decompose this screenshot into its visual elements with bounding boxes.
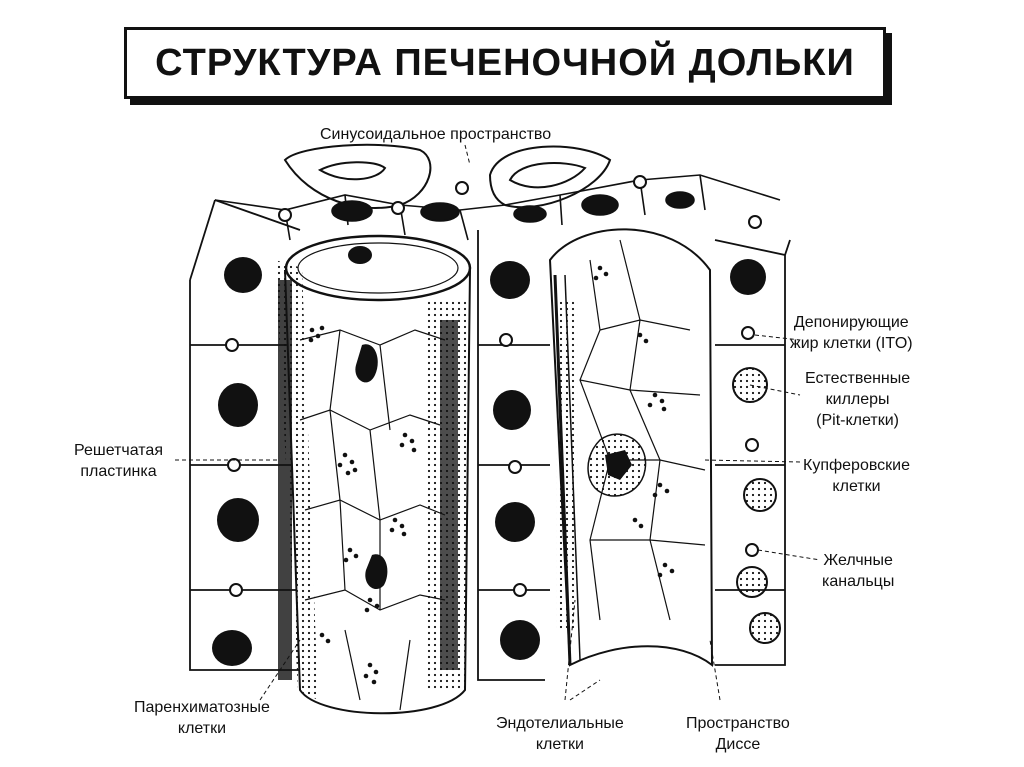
label-disse-space: Пространство Диссе <box>686 713 790 755</box>
label-natural-killers: Естественные киллеры (Pit-клетки) <box>805 368 910 431</box>
label-sinusoidal-space: Синусоидальное пространство <box>320 124 551 145</box>
left-sinusoid-cylinder <box>275 236 470 713</box>
label-ito-cells: Депонирующие жир клетки (ITO) <box>790 312 913 354</box>
label-sieve-plate: Решетчатая пластинка <box>74 440 163 482</box>
label-parenchymal-cells: Паренхиматозные клетки <box>134 697 270 739</box>
label-bile-canaliculi: Желчные канальцы <box>822 550 894 592</box>
right-sinusoid-cylinder <box>550 229 712 665</box>
label-endothelial-cells: Эндотелиальные клетки <box>496 713 624 755</box>
right-cell-plate <box>715 240 790 665</box>
label-kupffer-cells: Купферовские клетки <box>803 455 910 497</box>
